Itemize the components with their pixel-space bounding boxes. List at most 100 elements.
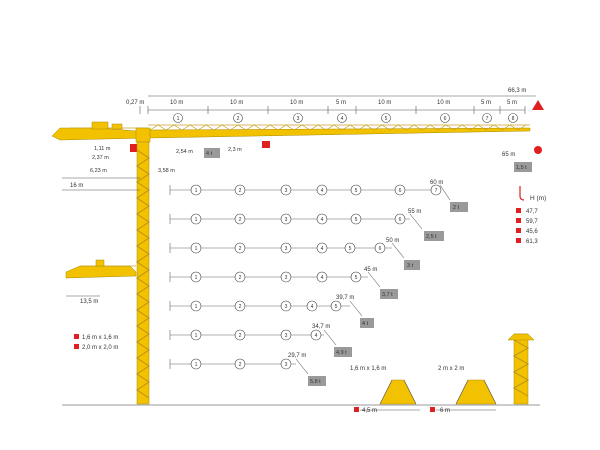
config-29-7-seg-3: 3	[285, 362, 288, 368]
config-60-seg-1: 1	[195, 188, 198, 194]
dim-6-23: 6,23 m	[90, 168, 107, 174]
config-34-7-seg-1: 1	[195, 333, 198, 339]
config-39-7-load: 4 t	[362, 321, 369, 327]
warning-marker-mid	[262, 141, 270, 148]
offset-label: 0,27 m	[126, 100, 144, 106]
dim-2-37: 2,37 m	[92, 155, 109, 161]
config-45-reach: 45 m	[364, 267, 377, 273]
config-55-seg-5: 5	[355, 217, 358, 223]
base-b-icon	[430, 407, 435, 412]
counter-weight-label: 4 t	[206, 151, 213, 157]
jib-seg-num-4: 4	[341, 116, 344, 122]
config-50-seg-2: 2	[239, 246, 242, 252]
height-value-1: 47,7	[526, 209, 538, 215]
segment-label-1: 10 m	[170, 100, 183, 106]
config-39-7-reach: 39,7 m	[336, 295, 354, 301]
config-39-7-seg-2: 2	[239, 304, 242, 310]
dim-2-3: 2,3 m	[228, 147, 242, 153]
config-50-reach: 50 m	[386, 238, 399, 244]
tip-marker-bottom	[534, 146, 542, 154]
base-a-width: 4,5 m	[362, 408, 377, 414]
warning-marker-left	[130, 144, 138, 152]
segment-label-7: 5 m	[481, 100, 491, 106]
config-45-seg-3: 3	[285, 275, 288, 281]
config-45-load: 3,7 t	[382, 292, 393, 298]
base-b-dims: 2 m x 2 m	[438, 366, 464, 372]
segment-label-6: 10 m	[437, 100, 450, 106]
config-34-7-seg-3: 3	[285, 333, 288, 339]
base-a-dims: 1,6 m x 1,6 m	[350, 366, 386, 372]
config-60-reach: 60 m	[430, 180, 443, 186]
config-29-7-seg-2: 2	[239, 362, 242, 368]
config-50-load: 3 t	[407, 263, 414, 269]
config-50-seg-6: 6	[379, 246, 382, 252]
config-50-seg-5: 5	[349, 246, 352, 252]
config-45-seg-1: 1	[195, 275, 198, 281]
config-29-7-load: 5,8 t	[310, 379, 321, 385]
base-a-icon	[354, 407, 359, 412]
dim-65: 65 m	[502, 152, 515, 158]
crane-tower	[136, 141, 150, 405]
jib-seg-num-5: 5	[385, 116, 388, 122]
config-34-7-reach: 34,7 m	[312, 324, 330, 330]
config-60-seg-7: 7	[435, 188, 438, 194]
segment-label-2: 10 m	[230, 100, 243, 106]
config-60-seg-3: 3	[285, 188, 288, 194]
jib-seg-num-1: 1	[177, 116, 180, 122]
height-icon-3	[516, 228, 521, 233]
jib-seg-num-7: 7	[486, 116, 489, 122]
mast-section-a: 1,6 m x 1,6 m	[82, 335, 118, 341]
config-45-seg-2: 2	[239, 275, 242, 281]
height-icon-1	[516, 208, 521, 213]
height-title: H (m)	[530, 195, 546, 202]
height-value-2: 59,7	[526, 219, 538, 225]
config-55-seg-2: 2	[239, 217, 242, 223]
counter-jib	[51, 121, 149, 141]
config-60-seg-6: 6	[399, 188, 402, 194]
base-b-width: 6 m	[440, 408, 450, 414]
config-39-7-seg-5: 5	[335, 304, 338, 310]
config-50-seg-3: 3	[285, 246, 288, 252]
side-offset-label: 13,5 m	[80, 299, 98, 305]
dim-2-54: 2,54 m	[176, 149, 193, 155]
mast-detail-right	[507, 333, 535, 405]
height-value-4: 61,3	[526, 239, 538, 245]
base-b: 2 m x 2 m 6 m	[430, 366, 497, 414]
tip-load-label: 1,5 t	[516, 165, 527, 171]
config-29-7-reach: 29,7 m	[288, 353, 306, 359]
hook-icon	[519, 186, 525, 201]
mast-section-b: 2,0 m x 2,0 m	[82, 345, 118, 351]
mast-section-a-icon	[74, 334, 79, 339]
crane-cab	[135, 127, 151, 143]
config-29-7-seg-1: 1	[195, 362, 198, 368]
segment-label-8: 5 m	[507, 100, 517, 106]
config-50-seg-1: 1	[195, 246, 198, 252]
jib-seg-num-8: 8	[512, 116, 515, 122]
config-45-seg-4: 4	[321, 275, 324, 281]
config-row-60: 1 2 3 4 5 6 7 60 m 2 t	[169, 180, 468, 212]
config-34-7-seg-4: 4	[315, 333, 318, 339]
config-55-load: 2,5 t	[426, 234, 437, 240]
base-a: 1,6 m x 1,6 m 4,5 m	[350, 366, 420, 414]
dim-3-58: 3,58 m	[158, 168, 175, 174]
config-39-7-seg-4: 4	[311, 304, 314, 310]
config-row-39-7: 1 2 3 4 5 39,7 m 4 t	[169, 295, 374, 328]
max-reach-label: 66,3 m	[508, 88, 526, 94]
config-row-45: 1 2 3 4 5 45 m 3,7 t	[169, 267, 398, 299]
config-60-load: 2 t	[453, 205, 460, 211]
config-45-seg-5: 5	[355, 275, 358, 281]
config-60-seg-5: 5	[355, 188, 358, 194]
height-icon-2	[516, 218, 521, 223]
config-55-seg-6: 6	[399, 217, 402, 223]
dim-16: 16 m	[70, 183, 83, 189]
config-55-seg-1: 1	[195, 217, 198, 223]
height-icon-4	[516, 238, 521, 243]
config-60-seg-2: 2	[239, 188, 242, 194]
config-row-34-7: 1 2 3 4 34,7 m 4,9 t	[169, 324, 352, 357]
jib-seg-num-2: 2	[237, 116, 240, 122]
segment-label-5: 10 m	[378, 100, 391, 106]
jib-boom	[147, 124, 531, 139]
jib-seg-num-3: 3	[297, 116, 300, 122]
config-55-seg-4: 4	[321, 217, 324, 223]
